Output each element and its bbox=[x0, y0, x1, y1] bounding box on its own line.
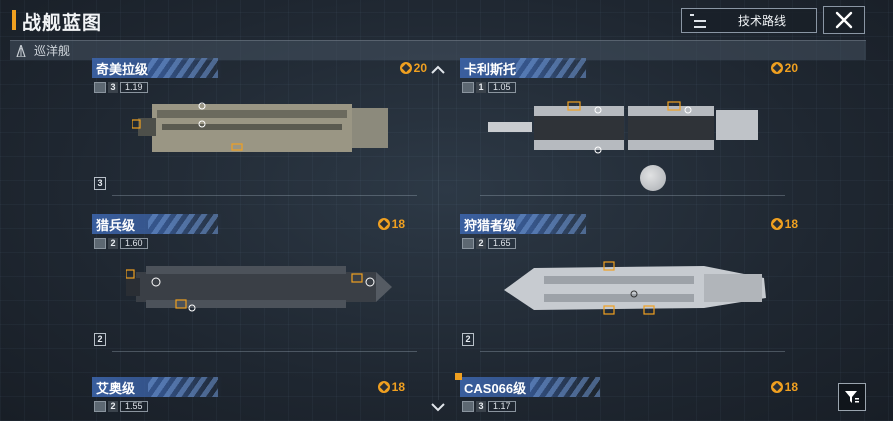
page-title: 战舰蓝图 bbox=[22, 13, 103, 34]
scroll-down-icon[interactable] bbox=[430, 402, 446, 412]
ship-cost: 18 bbox=[770, 217, 798, 231]
ship-ratio: 1.19 bbox=[120, 82, 148, 93]
ship-cost: 18 bbox=[770, 380, 798, 394]
ship-cost: 18 bbox=[377, 217, 405, 231]
ship-ratio: 1.05 bbox=[488, 82, 516, 93]
close-icon bbox=[835, 11, 853, 29]
ship-image bbox=[131, 94, 402, 162]
title-accent bbox=[12, 10, 16, 30]
weapon-type-icon bbox=[462, 401, 474, 412]
ship-tier: 3 bbox=[108, 82, 118, 93]
weapon-type-icon bbox=[94, 238, 106, 249]
blueprint-line bbox=[112, 195, 417, 196]
blueprint-coin-icon bbox=[770, 218, 783, 230]
ship-ratio: 1.17 bbox=[488, 401, 516, 412]
cruiser-ship-icon bbox=[125, 266, 392, 312]
blueprint-line bbox=[480, 195, 785, 196]
name-bar-stripes bbox=[516, 214, 586, 234]
ship-name: 狩猎者级 bbox=[464, 217, 517, 233]
selection-marker bbox=[455, 373, 462, 380]
ship-ratio: 1.60 bbox=[120, 238, 148, 249]
hull-badge: 3 bbox=[94, 177, 106, 190]
blueprint-coin-icon bbox=[377, 218, 390, 230]
tech-tree-icon bbox=[690, 13, 706, 28]
weapon-type-icon bbox=[94, 401, 106, 412]
weapon-type-icon bbox=[462, 82, 474, 93]
ship-cost-value: 18 bbox=[784, 380, 798, 394]
ship-tier: 2 bbox=[476, 238, 486, 249]
ship-cost: 18 bbox=[377, 380, 405, 394]
ship-cost-value: 18 bbox=[391, 217, 405, 231]
ship-name: CAS066级 bbox=[464, 380, 527, 396]
planet-decoration bbox=[640, 165, 666, 191]
name-bar-stripes bbox=[148, 377, 218, 397]
ship-cost-value: 18 bbox=[784, 217, 798, 231]
header: 战舰蓝图 技术路线 bbox=[0, 0, 893, 38]
ship-tier: 3 bbox=[476, 401, 486, 412]
name-bar-stripes bbox=[530, 377, 600, 397]
filter-button[interactable] bbox=[838, 383, 866, 411]
cruiser-ship-icon bbox=[131, 102, 388, 152]
ship-image bbox=[504, 254, 774, 322]
category-label: 巡洋舰 bbox=[34, 44, 71, 58]
ship-cost: 20 bbox=[399, 61, 427, 75]
ship-image bbox=[488, 96, 758, 164]
hull-badge: 2 bbox=[94, 333, 106, 346]
ship-ratio: 1.65 bbox=[488, 238, 516, 249]
blueprint-coin-icon bbox=[399, 62, 412, 74]
filter-icon bbox=[845, 391, 859, 403]
category-bar: 巡洋舰 bbox=[10, 40, 866, 60]
close-button[interactable] bbox=[823, 6, 865, 34]
blueprint-coin-icon bbox=[770, 62, 783, 74]
ship-tier: 2 bbox=[108, 401, 118, 412]
column-divider bbox=[438, 70, 439, 400]
ship-name: 奇美拉级 bbox=[96, 61, 149, 77]
ship-tier: 2 bbox=[108, 238, 118, 249]
ship-cost: 20 bbox=[770, 61, 798, 75]
name-bar-stripes bbox=[148, 58, 218, 78]
cruiser-category-icon bbox=[16, 44, 26, 57]
weapon-type-icon bbox=[462, 238, 474, 249]
scroll-up-icon[interactable] bbox=[430, 65, 446, 75]
tech-route-button[interactable]: 技术路线 bbox=[681, 8, 817, 33]
blueprint-line bbox=[112, 351, 417, 352]
weapon-type-icon bbox=[94, 82, 106, 93]
ship-cost-value: 18 bbox=[391, 380, 405, 394]
ship-name: 猎兵级 bbox=[96, 217, 136, 233]
hull-badge: 2 bbox=[462, 333, 474, 346]
ship-tier: 1 bbox=[476, 82, 486, 93]
blueprint-coin-icon bbox=[770, 381, 783, 393]
name-bar-stripes bbox=[148, 214, 218, 234]
ship-cost-value: 20 bbox=[784, 61, 798, 75]
ship-name: 艾奥级 bbox=[96, 380, 136, 396]
ship-ratio: 1.55 bbox=[120, 401, 148, 412]
name-bar-stripes bbox=[516, 58, 586, 78]
blueprint-line bbox=[480, 351, 785, 352]
tech-route-label: 技术路线 bbox=[738, 14, 787, 28]
blueprint-coin-icon bbox=[377, 381, 390, 393]
ship-image bbox=[125, 252, 396, 320]
cruiser-ship-icon bbox=[488, 101, 758, 154]
ship-cost-value: 20 bbox=[413, 61, 427, 75]
ship-name: 卡利斯托 bbox=[464, 61, 517, 77]
cruiser-ship-icon bbox=[504, 261, 766, 315]
